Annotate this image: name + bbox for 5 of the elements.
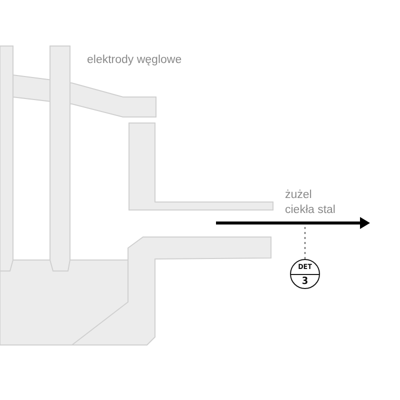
part-label: elektrody węglowe	[87, 54, 182, 67]
part-label: ciekła stal	[285, 204, 336, 217]
part-label: żużel	[285, 189, 312, 202]
leader-line	[304, 225, 306, 259]
flow-arrow	[216, 217, 370, 229]
